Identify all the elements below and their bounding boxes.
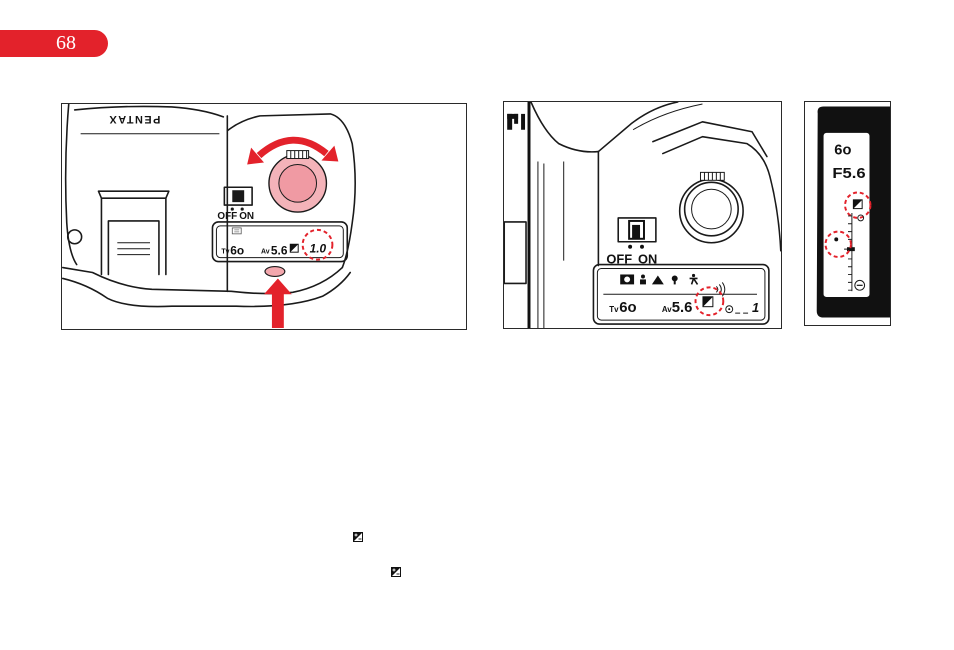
hot-shoe bbox=[97, 190, 170, 276]
portrait-mode-icon bbox=[640, 274, 646, 285]
viewfinder-aperture-value: F5.6 bbox=[832, 166, 865, 182]
main-switch bbox=[223, 186, 253, 206]
lcd-frame-counter: 1 bbox=[752, 300, 759, 315]
switch-dot-on bbox=[640, 244, 644, 249]
side-panel bbox=[504, 221, 527, 285]
viewfinder-shutter-value: 6o bbox=[834, 142, 851, 158]
plus-circle-icon bbox=[857, 214, 865, 222]
body-hatching bbox=[537, 161, 565, 328]
switch-label-on: ON bbox=[638, 252, 657, 267]
self-timer-icon bbox=[725, 305, 734, 314]
eyepiece-housing bbox=[597, 102, 679, 153]
dial-knurling bbox=[699, 171, 725, 181]
lcd-panel bbox=[211, 221, 349, 263]
exposure-compensation-icon bbox=[702, 296, 714, 308]
double-curved-arrow-icon bbox=[256, 136, 329, 159]
lcd-av-label: Av bbox=[261, 249, 270, 256]
eyepiece-ridge bbox=[632, 103, 703, 131]
switch-dot-off bbox=[628, 244, 633, 249]
exposure-compensation-icon bbox=[391, 567, 401, 577]
main-switch-lever bbox=[232, 190, 245, 203]
prism-outline bbox=[64, 104, 78, 266]
highlight-circle-compensation-icon bbox=[844, 191, 872, 219]
main-switch bbox=[617, 217, 657, 243]
switch-label-off: OFF bbox=[606, 252, 632, 267]
camera-lcd-illustration: OFF ON bbox=[504, 102, 781, 328]
lcd-av-label: Av bbox=[662, 305, 672, 314]
control-dial bbox=[683, 181, 739, 237]
camera-top-illustration: PENTAX OFF bbox=[62, 104, 356, 329]
lcd-shutter-value: 6o bbox=[619, 300, 636, 316]
figure-viewfinder: 6o F5.6 bbox=[804, 101, 891, 326]
hot-shoe-inner bbox=[107, 220, 160, 276]
exposure-compensation-icon bbox=[289, 243, 299, 253]
body-bottom bbox=[62, 266, 344, 295]
prism-top bbox=[73, 105, 225, 118]
switch-dot-on bbox=[240, 207, 244, 211]
arrow-head-left bbox=[247, 147, 264, 165]
exposure-compensation-icon bbox=[852, 199, 863, 210]
lcd-window bbox=[215, 225, 344, 259]
lcd-window bbox=[596, 268, 766, 321]
lcd-tv-label: Tv bbox=[609, 305, 619, 314]
control-dial-center bbox=[691, 188, 732, 230]
switch-label-on: ON bbox=[239, 211, 254, 222]
eyepiece-housing-top bbox=[652, 121, 768, 158]
prism-curve bbox=[530, 102, 600, 267]
switch-label-off: OFF bbox=[217, 211, 237, 222]
sport-mode-icon bbox=[689, 273, 699, 285]
control-dial-center bbox=[278, 163, 318, 203]
figure-camera-lcd: OFF ON bbox=[503, 101, 782, 329]
brand-logo-fragment bbox=[507, 113, 526, 130]
main-switch-knob bbox=[632, 224, 641, 239]
lcd-compensation-value: 1.0 bbox=[310, 242, 327, 256]
body-base bbox=[62, 271, 352, 308]
viewfinder-illustration: 6o F5.6 bbox=[816, 106, 890, 318]
compensation-button bbox=[264, 265, 286, 278]
eyepiece-housing-lower bbox=[662, 135, 781, 252]
exposure-scale bbox=[844, 213, 855, 292]
page-number-tab: 68 bbox=[0, 30, 108, 57]
lcd-aperture-value: 5.6 bbox=[672, 300, 693, 316]
exposure-compensation-icon bbox=[353, 532, 363, 542]
brand-logo: PENTAX bbox=[108, 113, 160, 125]
eyepiece-lug bbox=[66, 229, 83, 245]
up-arrow-icon bbox=[264, 278, 292, 329]
program-mode-icon bbox=[620, 274, 635, 285]
lcd-panel bbox=[592, 263, 770, 325]
lcd-aperture-value: 5.6 bbox=[271, 244, 288, 258]
highlight-circle-compensation-icon bbox=[694, 286, 725, 317]
dial-knurling bbox=[286, 150, 310, 160]
exposure-scale-bar bbox=[847, 247, 855, 252]
figure-camera-top-dial: PENTAX OFF bbox=[61, 103, 467, 330]
exposure-scale-marker bbox=[834, 237, 839, 242]
body-outline bbox=[226, 113, 356, 269]
highlight-circle-scale-marker bbox=[824, 230, 852, 258]
landscape-mode-icon bbox=[651, 275, 664, 285]
switch-dot-off bbox=[230, 207, 234, 211]
arrow-head-right bbox=[321, 145, 339, 162]
highlight-circle-compensation bbox=[301, 228, 334, 261]
page-number: 68 bbox=[56, 32, 76, 54]
lcd-indicator-icon bbox=[231, 227, 242, 235]
closeup-mode-icon bbox=[671, 275, 678, 285]
hot-shoe-contacts bbox=[117, 242, 151, 256]
lcd-tv-label: Tv bbox=[221, 249, 229, 256]
lcd-shutter-value: 6o bbox=[230, 244, 244, 258]
minus-circle-icon bbox=[854, 279, 866, 291]
